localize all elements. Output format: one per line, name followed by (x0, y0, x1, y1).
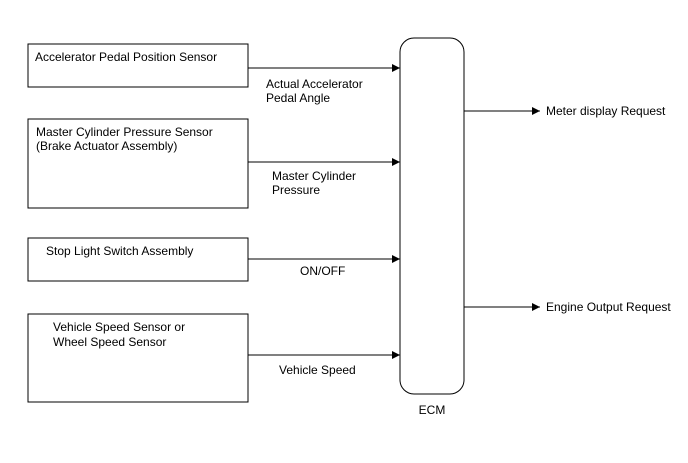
input-stop-light-switch-assembly: Stop Light Switch Assembly ON/OFF (27, 237, 400, 282)
sensor-label-line: (Brake Actuator Assembly) (36, 139, 177, 153)
sensor-label-line: Accelerator Pedal Position Sensor (35, 50, 217, 64)
output-engine-output-request: Engine Output Request (464, 300, 671, 314)
sensor-label-line: Vehicle Speed Sensor or (53, 320, 185, 334)
ecm-box (399, 37, 465, 395)
signal-label-line: Vehicle Speed (279, 363, 356, 377)
signal-label-line: ON/OFF (300, 264, 345, 278)
output-label: Meter display Request (546, 104, 666, 118)
input-accelerator-pedal-position-sensor: Accelerator Pedal Position Sensor Actual… (27, 43, 400, 105)
sensor-box (27, 43, 249, 88)
signal-label-line: Pedal Angle (266, 91, 330, 105)
ecm-block: ECM (399, 37, 465, 417)
sensor-label-line: Wheel Speed Sensor (53, 335, 166, 349)
ecm-label: ECM (419, 403, 446, 417)
sensor-box (27, 313, 249, 403)
signal-label-line: Actual Accelerator (266, 77, 363, 91)
sensor-box (27, 237, 249, 282)
sensor-label-line: Stop Light Switch Assembly (46, 244, 193, 258)
sensor-label-line: Master Cylinder Pressure Sensor (36, 125, 213, 139)
input-vehicle-speed-sensor: Vehicle Speed Sensor or Wheel Speed Sens… (27, 313, 400, 403)
signal-label-line: Pressure (272, 183, 320, 197)
signal-label-line: Master Cylinder (272, 169, 356, 183)
output-meter-display-request: Meter display Request (464, 104, 666, 118)
input-master-cylinder-pressure-sensor: Master Cylinder Pressure Sensor (Brake A… (27, 118, 400, 209)
output-label: Engine Output Request (546, 300, 671, 314)
sensor-box (27, 118, 249, 209)
